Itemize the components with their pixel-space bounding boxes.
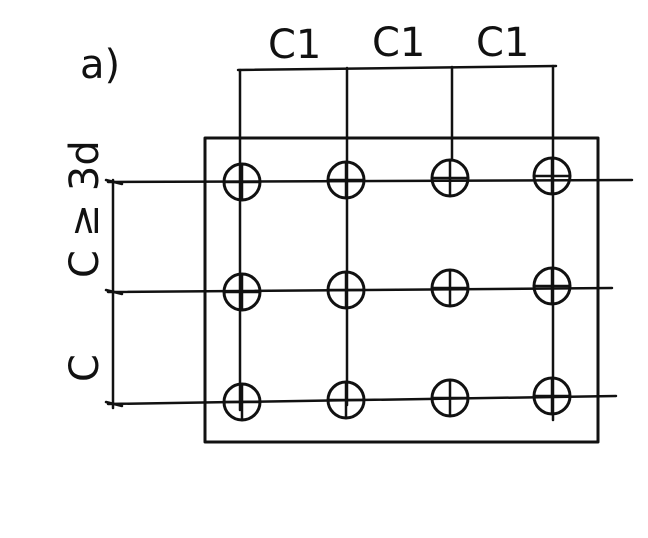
left-dimension: C ≥ 3d C	[62, 140, 124, 410]
dimension-label-c: C	[62, 354, 108, 382]
top-dimension-line	[236, 64, 558, 72]
hole-r3-c2	[326, 380, 366, 420]
hole-r2-c2	[326, 270, 366, 310]
hole-r1-c2	[326, 160, 366, 200]
hole-r3-c4	[532, 376, 572, 416]
row-centerline-1	[106, 178, 634, 184]
dimension-label-c1-first: C1	[268, 22, 321, 68]
hole-r3-c3	[430, 378, 470, 418]
hole-r3-c1	[222, 382, 262, 422]
dimension-label-c-min-3d: C ≥ 3d	[62, 140, 108, 278]
hole-r2-c3	[430, 268, 470, 308]
top-dimension: C1 C1 C1	[236, 20, 558, 422]
hole-r2-c1	[222, 272, 262, 312]
figure-label: a)	[80, 42, 120, 88]
hole-grid	[222, 156, 572, 422]
hole-r1-c4	[532, 156, 572, 196]
dimension-label-c1-third: C1	[476, 20, 529, 66]
dimension-label-c1-second: C1	[372, 20, 425, 66]
hole-r2-c4	[532, 266, 572, 306]
hole-r1-c3	[430, 158, 470, 198]
hole-r1-c1	[222, 162, 262, 202]
